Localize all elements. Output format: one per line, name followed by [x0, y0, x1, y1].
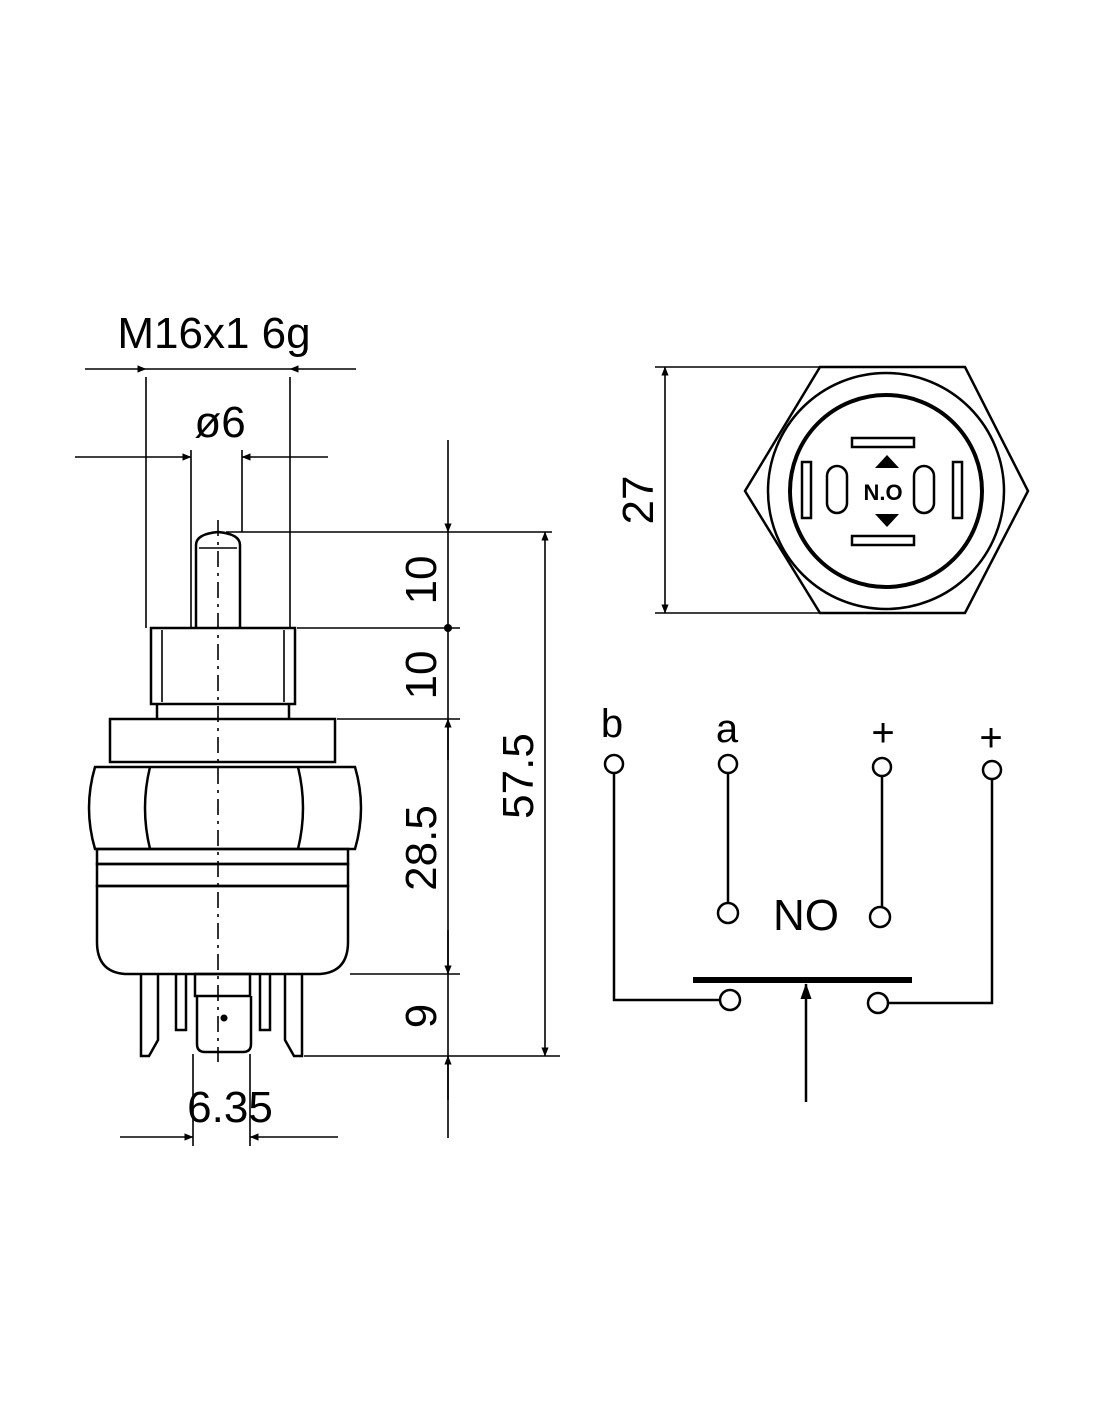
- top-marking: N.O: [863, 480, 902, 505]
- switch-body: [95, 884, 350, 976]
- up-arrow-icon: [875, 455, 899, 468]
- dim-terminal-label: 9: [397, 1004, 446, 1028]
- center-terminal-base: [193, 972, 252, 998]
- terminal-label-plus-2: +: [979, 716, 1002, 760]
- center-terminal: [195, 996, 253, 1054]
- wire-b: [612, 773, 720, 1002]
- threaded-nut: [149, 626, 297, 706]
- slot-right: [951, 460, 964, 520]
- no-contact-right: [868, 905, 892, 929]
- hex-flat-left: [143, 766, 152, 850]
- inner-ring: [788, 393, 984, 589]
- terminal-label-plus-1: +: [871, 711, 894, 755]
- washer-flange: [108, 717, 337, 764]
- slot-top: [850, 436, 916, 449]
- schematic: b a + + NO: [601, 702, 1003, 1102]
- terminal-left: [139, 974, 160, 1058]
- collar-upper: [95, 847, 350, 866]
- hex-width-label: 27: [614, 476, 663, 525]
- diameter-label: ø6: [194, 398, 245, 447]
- side-view: [87, 520, 363, 1062]
- terminal-label-b: b: [601, 702, 623, 746]
- hex-flat-right: [296, 766, 305, 850]
- no-contact-left: [716, 901, 740, 925]
- dim-nut-label: 10: [397, 651, 446, 700]
- terminal-inner-right: [258, 974, 272, 1032]
- overall-label: 57.5: [494, 733, 543, 819]
- terminal-plus-2: [981, 759, 1003, 781]
- terminal-right: [283, 974, 304, 1058]
- wire-plus-2: [888, 779, 994, 1005]
- terminal-label-a: a: [716, 707, 739, 751]
- center-terminal-dot: [220, 1014, 228, 1022]
- dimensions-side: M16x1 6g ø6 10 10 28.5 9 57.5 6.35: [75, 309, 560, 1146]
- hex-nut: [87, 765, 363, 851]
- terminal-inner-left: [174, 974, 188, 1032]
- nc-contact-left: [718, 988, 742, 1012]
- contact-oval-right: [912, 464, 936, 515]
- dim-plunger-label: 10: [397, 556, 446, 605]
- nc-contact-right: [866, 991, 890, 1015]
- top-view: N.O 27: [614, 365, 1030, 615]
- collar-lower: [95, 862, 350, 888]
- slot-left: [800, 460, 813, 520]
- dim-body-label: 28.5: [397, 805, 446, 891]
- contact-type-label: NO: [773, 891, 839, 940]
- slot-bottom: [850, 534, 916, 547]
- plunger: [194, 530, 242, 628]
- outer-ring: [766, 371, 1006, 611]
- terminal-b: [603, 753, 625, 775]
- terminal-plus-1: [871, 756, 893, 778]
- terminal-a: [717, 753, 739, 775]
- terminal-width-label: 6.35: [187, 1083, 273, 1132]
- thread-label: M16x1 6g: [117, 309, 310, 358]
- hex-outline: [743, 365, 1030, 615]
- contact-oval-left: [825, 464, 849, 515]
- dim-node-628: [444, 624, 452, 632]
- down-arrow-icon: [875, 514, 899, 527]
